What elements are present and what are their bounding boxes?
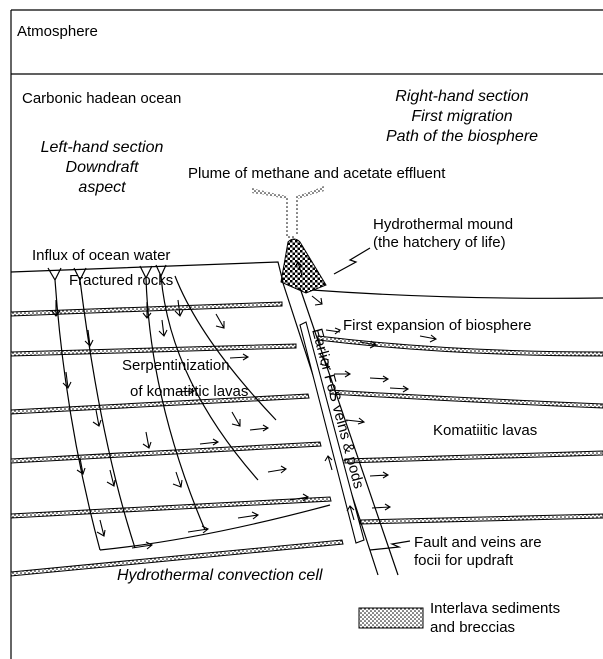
legend-swatch (359, 608, 423, 628)
down-arrow (232, 412, 240, 426)
right-arrow (250, 425, 268, 431)
migration-arrow (420, 335, 436, 342)
right-section-subtitle: First migration (411, 108, 512, 125)
komatiitic-lavas-of-label: of komatiitic lavas (130, 383, 248, 400)
fault-sublabel: focii for updraft (414, 552, 514, 569)
plume-shape (252, 186, 324, 238)
expansion-label: First expansion of biosphere (343, 317, 531, 334)
fault-pointer (370, 541, 410, 550)
right-arrow (230, 354, 248, 360)
migration-arrow (312, 296, 322, 305)
mound-sublabel: (the hatchery of life) (373, 234, 506, 251)
legend-sublabel: and breccias (430, 619, 515, 636)
hydrothermal-mound (281, 239, 326, 293)
serpentinization-label: Serpentinization (122, 357, 230, 374)
down-arrow (93, 410, 101, 426)
right-arrow (188, 526, 208, 533)
up-arrow (325, 456, 332, 470)
right-bed-4 (360, 514, 603, 524)
down-arrow (159, 320, 167, 336)
right-section-note: Path of the biosphere (386, 128, 538, 145)
right-bed-3 (345, 451, 603, 463)
right-block-top (312, 290, 603, 298)
down-arrow (173, 472, 182, 487)
convection-label: Hydrothermal convection cell (117, 567, 323, 584)
down-arrow (143, 432, 151, 448)
plume-label: Plume of methane and acetate effluent (188, 165, 446, 182)
legend-label: Interlava sediments (430, 600, 560, 617)
migration-arrow (390, 386, 408, 392)
right-bed-1 (318, 336, 603, 356)
left-bed-4 (11, 442, 321, 463)
atmosphere-label: Atmosphere (17, 23, 98, 40)
right-bed-2 (330, 390, 603, 408)
ocean-label: Carbonic hadean ocean (22, 90, 181, 107)
migration-arrow (326, 328, 340, 334)
left-section-subtitle: Downdraft (66, 159, 139, 176)
migration-arrow (370, 376, 388, 382)
left-bed-5 (11, 497, 331, 518)
left-section-title: Left-hand section (41, 139, 164, 156)
left-section-note: aspect (78, 179, 126, 196)
right-arrow (200, 439, 218, 445)
komatiitic-lavas-label: Komatiitic lavas (433, 422, 537, 439)
influx-label: Influx of ocean water (32, 247, 170, 264)
right-arrow (238, 512, 258, 519)
mound-label: Hydrothermal mound (373, 216, 513, 233)
down-arrow (97, 520, 105, 536)
mound-pointer (334, 248, 370, 274)
fractured-label: Fractured rocks (69, 272, 173, 289)
down-arrow (216, 314, 224, 328)
right-section-title: Right-hand section (395, 88, 529, 105)
migration-arrow (370, 472, 388, 478)
fault-label: Fault and veins are (414, 534, 542, 551)
right-arrow (268, 466, 286, 473)
